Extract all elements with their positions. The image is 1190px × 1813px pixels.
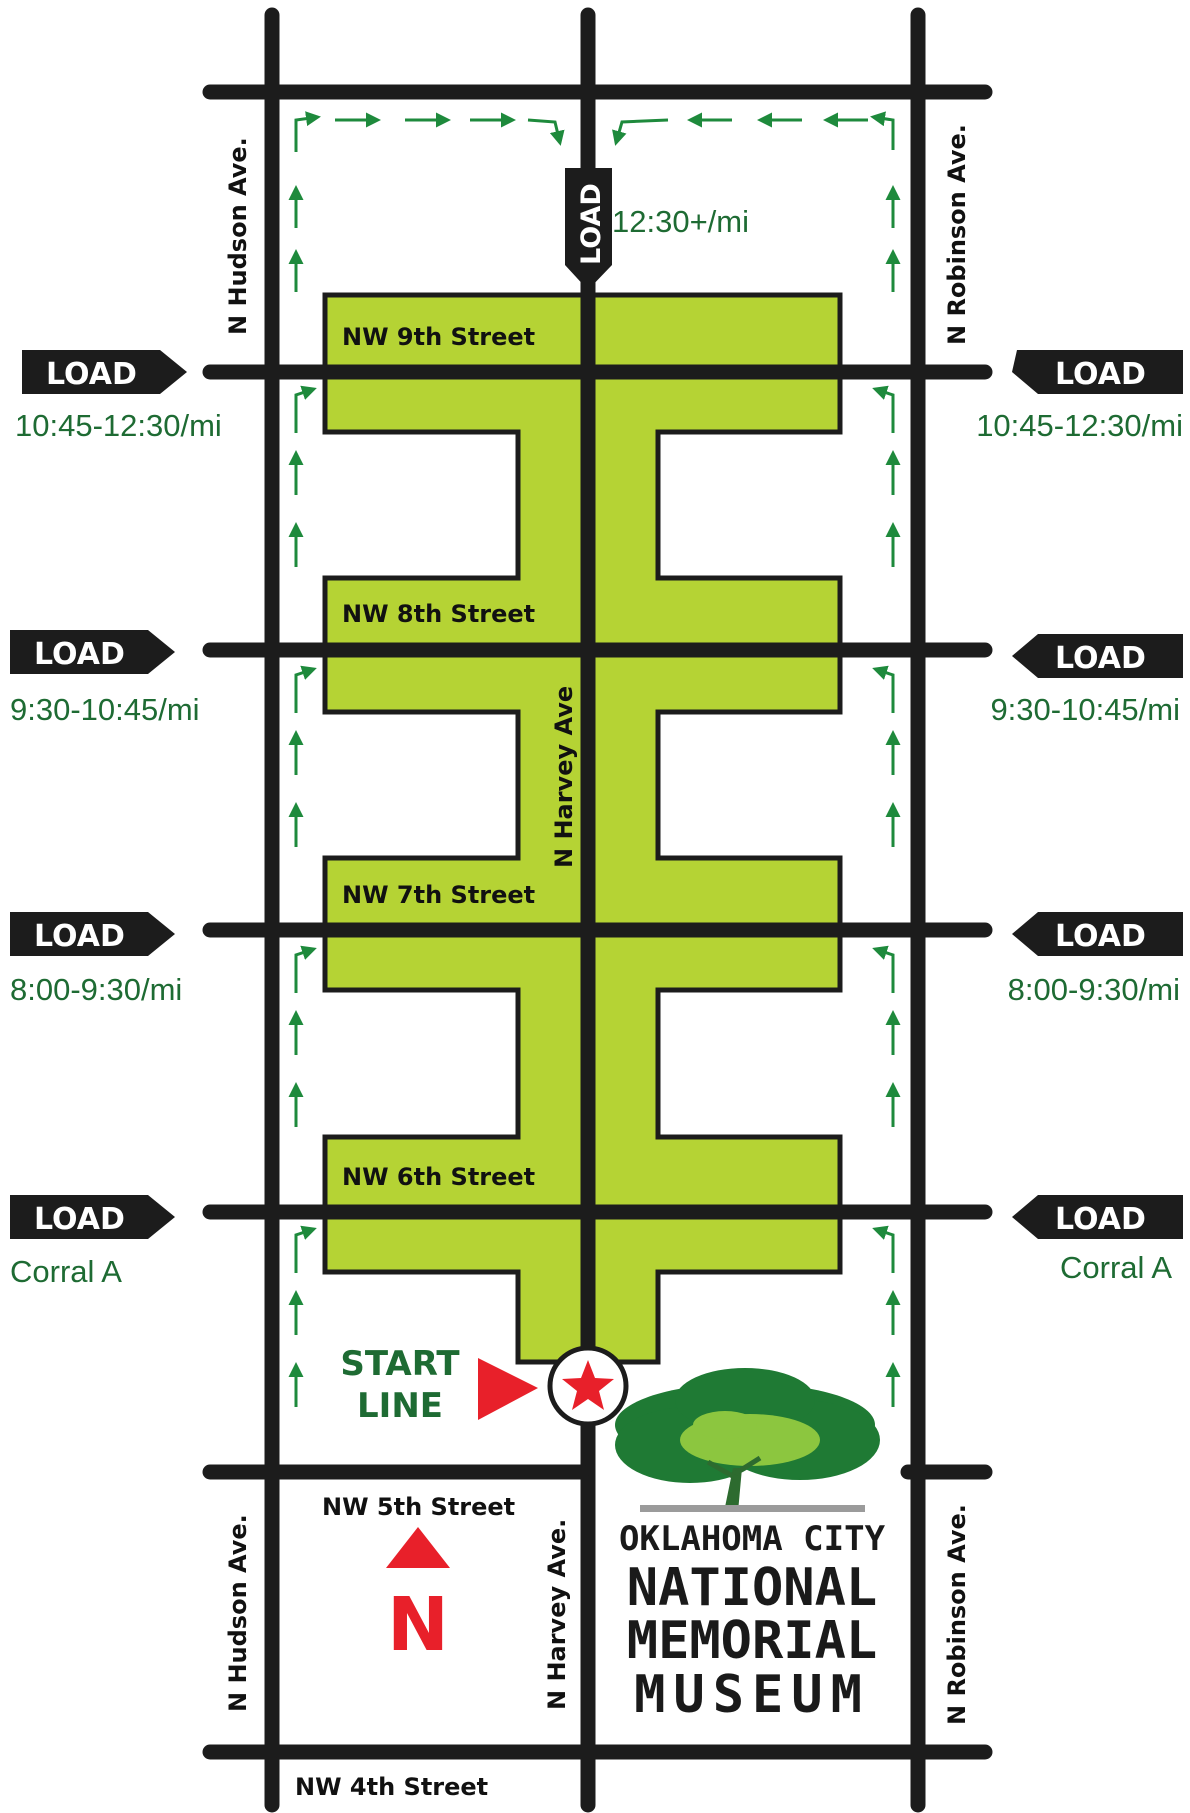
time-row8-left: 9:30-10:45/mi (10, 692, 200, 727)
time-row9-left: 10:45-12:30/mi (15, 408, 222, 443)
label-nw-8th: NW 8th Street (342, 600, 535, 628)
load-tag-left-7th-label: LOAD (34, 919, 125, 954)
label-nw-6th: NW 6th Street (342, 1163, 535, 1191)
side-arrows (288, 185, 901, 1407)
start-marker (547, 1345, 629, 1427)
arrow-icon (294, 111, 321, 152)
flow-arrows (294, 111, 895, 152)
tree-icon (615, 1368, 880, 1512)
time-row6-right: Corral A (1060, 1250, 1172, 1285)
label-nw-9th: NW 9th Street (342, 323, 535, 351)
label-hudson-bottom: N Hudson Ave. (224, 1514, 252, 1712)
museum-line-3: MEMORIAL (627, 1611, 877, 1671)
time-top: 12:30+/mi (612, 204, 749, 239)
label-nw-7th: NW 7th Street (342, 881, 535, 909)
label-robinson-top: N Robinson Ave. (943, 124, 971, 345)
time-row7-left: 8:00-9:30/mi (10, 972, 182, 1007)
label-robinson-bottom: N Robinson Ave. (943, 1504, 971, 1725)
load-tag-top-label: LOAD (576, 183, 607, 265)
arrow-icon (872, 1225, 895, 1273)
load-tag-top: LOAD (565, 168, 612, 290)
load-tag-left-6th-label: LOAD (34, 1202, 125, 1237)
load-tag-right-8th: LOAD (1012, 634, 1183, 678)
load-tag-right-6th: LOAD (1012, 1195, 1183, 1239)
load-tag-right-7th: LOAD (1012, 912, 1183, 956)
north-arrow-icon: N (386, 1527, 450, 1668)
label-harvey-bottom: N Harvey Ave. (543, 1519, 571, 1710)
arrow-icon (870, 111, 895, 150)
north-label: N (387, 1582, 449, 1668)
load-tag-left-9th: LOAD (22, 350, 187, 394)
arrow-icon (294, 1225, 317, 1273)
label-nw-4th: NW 4th Street (295, 1773, 488, 1801)
load-tag-left-8th-label: LOAD (34, 637, 125, 672)
label-harvey-middle: N Harvey Ave (550, 686, 578, 868)
label-hudson-top: N Hudson Ave. (224, 137, 252, 335)
time-row6-left: Corral A (10, 1254, 122, 1289)
arrow-icon (294, 665, 317, 713)
start-line-1: START (340, 1344, 460, 1384)
arrow-icon (872, 665, 895, 713)
load-tag-right-6th-label: LOAD (1055, 1202, 1146, 1237)
time-row8-right: 9:30-10:45/mi (990, 692, 1180, 727)
load-tag-left-8th: LOAD (10, 630, 175, 674)
arrow-icon (527, 118, 565, 146)
time-row9-right: 10:45-12:30/mi (976, 408, 1183, 443)
load-tag-left-9th-label: LOAD (46, 357, 137, 392)
load-tag-right-9th-label: LOAD (1055, 357, 1146, 392)
museum-divider (640, 1505, 865, 1512)
start-pointer (478, 1358, 538, 1420)
arrow-icon (612, 118, 669, 146)
start-line-2: LINE (357, 1386, 443, 1426)
load-tag-left-6th: LOAD (10, 1195, 175, 1239)
arrow-icon (872, 385, 895, 433)
load-tag-right-7th-label: LOAD (1055, 919, 1146, 954)
arrow-icon (294, 945, 317, 993)
load-tag-right-8th-label: LOAD (1055, 641, 1146, 676)
roads (202, 7, 993, 1813)
load-tag-right-9th: LOAD (1012, 350, 1183, 394)
arrow-icon (872, 945, 895, 993)
museum-line-2: NATIONAL (627, 1558, 877, 1618)
arrow-icon (294, 385, 317, 433)
label-nw-5th: NW 5th Street (322, 1493, 515, 1521)
time-row7-right: 8:00-9:30/mi (1008, 972, 1180, 1007)
star-icon (562, 1360, 614, 1410)
museum-line-1: OKLAHOMA CITY (619, 1519, 886, 1559)
load-tag-left-7th: LOAD (10, 912, 175, 956)
museum-line-4: MUSEUM (634, 1665, 870, 1725)
